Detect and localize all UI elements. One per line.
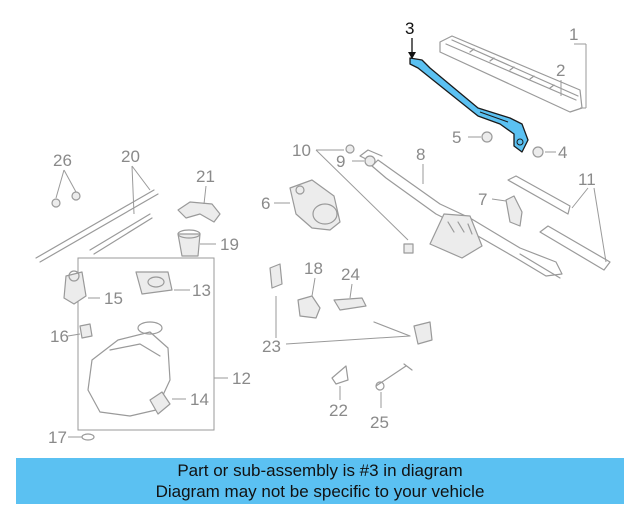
nozzle-part-24 [333,297,367,311]
callout-25: 25 [370,413,389,432]
callout-2: 2 [556,61,565,80]
callout-4: 4 [558,143,567,162]
connector-part-22 [331,365,349,385]
callout-15: 15 [104,289,123,308]
callout-3: 3 [405,19,414,38]
callout-26: 26 [53,151,72,170]
linkage-rod-part-11 [507,175,611,271]
bracket-part-13 [135,271,173,295]
support-strut-part-20 [35,189,159,263]
callout-12: 12 [232,369,251,388]
callout-14: 14 [190,390,209,409]
bracket-part-7 [505,195,523,227]
o-ring-part-17 [81,433,95,441]
bushing-part-10 [403,243,414,254]
nut-part-10 [345,144,355,154]
callout-23: 23 [262,337,281,356]
callout-16: 16 [50,327,69,346]
hose-part-23 [269,263,433,345]
grommet-part-16 [79,323,93,339]
nut-part-4 [532,146,544,158]
cap-part-5 [481,131,493,143]
caption-line-2: Diagram may not be specific to your vehi… [155,482,485,501]
callout-6: 6 [261,194,270,213]
callout-22: 22 [329,401,348,420]
seal-part-14 [149,391,171,415]
sensor-part-25 [375,363,413,391]
wiper-motor-part-6 [289,179,341,231]
callout-11: 11 [578,170,596,189]
callout-1-bracket [574,43,587,109]
callout-5: 5 [452,128,461,147]
wiper-linkage-part-8 [359,149,563,279]
callout-13: 13 [192,281,211,300]
callout-9: 9 [336,152,345,171]
grommet-part-9 [364,155,376,167]
pump-seal-part-19 [177,229,201,257]
callout-20: 20 [121,147,140,166]
callout-10: 10 [292,141,311,160]
callout-21: 21 [196,167,215,186]
callout-1: 1 [569,25,578,44]
callout-7: 7 [478,190,487,209]
reservoir-group-box-part-12 [77,257,215,431]
caption-line-1: Part or sub-assembly is #3 in diagram [177,461,463,480]
callout-24: 24 [341,265,360,284]
callout-8: 8 [416,145,425,164]
clips-part-26 [51,191,81,208]
wiper-arm-part-3[interactable] [409,57,529,153]
callout-17: 17 [48,428,67,447]
pump-part-15 [63,270,87,305]
parts-diagram: 1 2 3 4 5 6 8 11 7 [35,19,611,447]
hose-part-21 [177,201,221,223]
callout-18: 18 [304,259,323,278]
caption-banner: Part or sub-assembly is #3 in diagram Di… [16,458,624,504]
callout-19: 19 [220,235,239,254]
sensor-part-18 [297,295,321,319]
